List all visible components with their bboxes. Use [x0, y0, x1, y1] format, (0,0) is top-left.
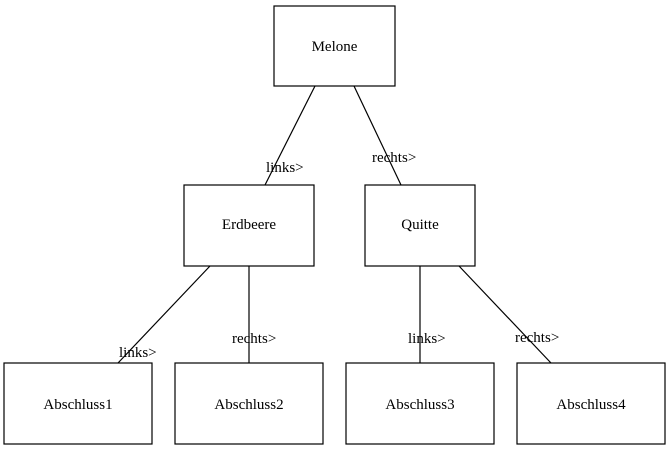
edge-label-melone-erdbeere: links> — [266, 160, 304, 176]
edge-label-erdbeere-abschluss2: rechts> — [232, 331, 276, 347]
edge-label-quitte-abschluss3: links> — [408, 331, 446, 347]
node-melone-label: Melone — [312, 39, 358, 55]
node-quitte-box — [364, 184, 476, 267]
node-abschluss2-label: Abschluss2 — [214, 397, 283, 413]
node-abschluss4: Abschluss4 — [516, 362, 666, 445]
node-erdbeere: Erdbeere — [183, 184, 315, 267]
node-melone-box — [273, 5, 396, 87]
node-abschluss3-label: Abschluss3 — [385, 397, 454, 413]
edge-quitte-abschluss4 — [458, 265, 552, 364]
node-abschluss3-box — [345, 362, 495, 445]
node-abschluss2: Abschluss2 — [174, 362, 324, 445]
edge-melone-quitte — [353, 85, 402, 186]
node-abschluss1-box — [3, 362, 153, 445]
node-abschluss3: Abschluss3 — [345, 362, 495, 445]
node-quitte-label: Quitte — [401, 217, 439, 233]
node-erdbeere-box — [183, 184, 315, 267]
node-erdbeere-label: Erdbeere — [222, 217, 276, 233]
edge-melone-erdbeere — [264, 85, 316, 186]
node-abschluss4-box — [516, 362, 666, 445]
node-abschluss2-box — [174, 362, 324, 445]
edge-label-erdbeere-abschluss1: links> — [119, 345, 157, 361]
node-abschluss4-label: Abschluss4 — [556, 397, 626, 413]
node-abschluss1-label: Abschluss1 — [43, 397, 112, 413]
edge-label-quitte-abschluss4: rechts> — [515, 330, 559, 346]
node-melone: Melone — [273, 5, 396, 87]
node-abschluss1: Abschluss1 — [3, 362, 153, 445]
edge-label-melone-quitte: rechts> — [372, 150, 416, 166]
node-quitte: Quitte — [364, 184, 476, 267]
edge-erdbeere-abschluss1 — [117, 265, 211, 364]
